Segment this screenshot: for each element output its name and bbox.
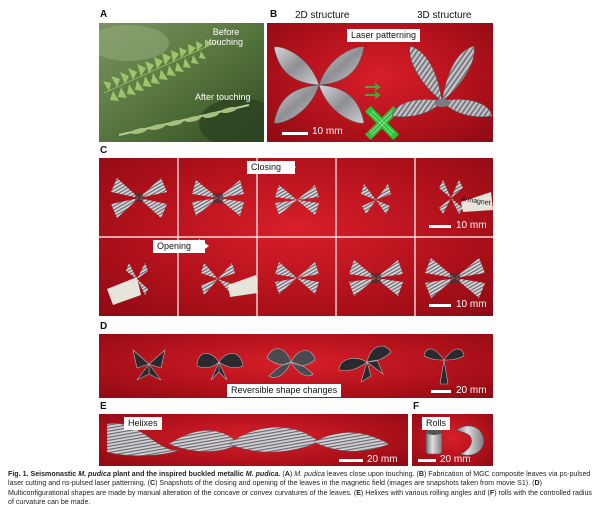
- opening-arrow-icon: [199, 239, 209, 253]
- panel-b-title-3d: 3D structure: [417, 10, 472, 21]
- panel-d-scale-text: 20 mm: [456, 385, 487, 396]
- panel-c-scalebar-top: [429, 225, 451, 228]
- reversible-shape-changes-label: Reversible shape changes: [227, 384, 342, 397]
- panel-f-photo: Rolls 20 mm: [412, 414, 493, 466]
- panel-c-photo-grid: Closing Opening A magnet 10 mm 10 mm: [99, 158, 493, 316]
- mimosa-leaves-illustration: [99, 23, 264, 142]
- after-touching-label: After touching: [195, 92, 251, 102]
- multiconfigurational-shapes: [132, 345, 465, 385]
- panel-e-scalebar: [339, 459, 363, 462]
- caption-a-open: (: [280, 470, 285, 478]
- panel-c-scale-text-top: 10 mm: [456, 220, 487, 231]
- before-label-line2: touching: [209, 37, 244, 48]
- before-touching-label: Before touching: [209, 27, 243, 48]
- opening-label-text: Opening: [157, 241, 192, 251]
- caption-a-italic: M. pudica: [294, 470, 325, 478]
- panel-a-photo: Before touching After touching: [99, 23, 264, 142]
- panel-d-letter: D: [100, 321, 108, 332]
- rolls-illustration: [425, 425, 485, 456]
- panel-e-scale-text: 20 mm: [367, 454, 398, 465]
- caption-fig-italic1: M. pudica: [78, 470, 111, 478]
- panel-a-letter: A: [100, 9, 108, 20]
- panel-f-letter: F: [413, 401, 420, 412]
- opening-label: Opening: [153, 240, 206, 253]
- caption-fig: Fig. 1. Seismonastic: [8, 470, 79, 478]
- laser-patterning-label: Laser patterning: [347, 29, 421, 42]
- panel-d-scalebar: [431, 390, 451, 393]
- helixes-label: Helixes: [124, 417, 162, 430]
- panel-b-title-2d: 2D structure: [295, 10, 350, 21]
- figure-caption: Fig. 1. Seismonastic M. pudica plant and…: [8, 470, 593, 508]
- panel-b-scalebar: [282, 132, 308, 135]
- panel-f-scale-text: 20 mm: [440, 454, 471, 465]
- caption-c-text: ) Snapshots of the closing and opening o…: [155, 479, 535, 488]
- panel-f-scalebar: [418, 459, 436, 462]
- before-label-line1: Before: [212, 27, 240, 37]
- panel-b-scale-text: 10 mm: [312, 126, 343, 137]
- caption-fig-mid: plant and the inspired buckled metallic: [110, 470, 246, 478]
- caption-e-letter: E: [356, 488, 361, 497]
- panel-b-letter: B: [270, 9, 278, 20]
- leaf-structures-illustration: [273, 45, 493, 140]
- closing-label-text: Closing: [251, 162, 282, 172]
- caption-d-letter: D: [534, 479, 540, 488]
- caption-a-text: leaves close upon touching. (: [324, 470, 419, 478]
- caption-fig-italic2: M. pudica.: [245, 470, 281, 478]
- closing-arrow-icon: [287, 161, 296, 173]
- panel-e-photo: Helixes 20 mm: [99, 414, 408, 466]
- caption-c-letter: C: [149, 479, 156, 488]
- caption-f-letter: F: [489, 488, 495, 497]
- panel-c-letter: C: [100, 145, 108, 156]
- caption-d-text: ) Multiconfigurational shapes are made b…: [8, 479, 542, 497]
- caption-a-letter: A: [284, 470, 290, 478]
- closing-label: Closing: [247, 161, 296, 174]
- panel-c-scale-text-bottom: 10 mm: [456, 299, 487, 310]
- panel-c-scalebar-bottom: [429, 304, 451, 307]
- panel-e-letter: E: [100, 401, 107, 412]
- caption-e-text: ) Helixes with various rolling angles an…: [360, 488, 490, 497]
- panel-b-photo: Laser patterning 10 mm: [267, 23, 493, 142]
- caption-b-letter: B: [418, 470, 424, 478]
- panel-d-photo: Reversible shape changes 20 mm: [99, 334, 493, 398]
- caption-a-close: ): [289, 470, 295, 478]
- rolls-label: Rolls: [422, 417, 451, 430]
- caption-f-text: ) rolls with the controlled radius of cu…: [8, 488, 592, 507]
- caption-b-text: ) Fabrication of MGC composite leaves vi…: [8, 470, 591, 488]
- caption-title: Fig. 1. Seismonastic M. pudica plant and…: [8, 470, 280, 478]
- closing-opening-snapshots: [99, 158, 493, 316]
